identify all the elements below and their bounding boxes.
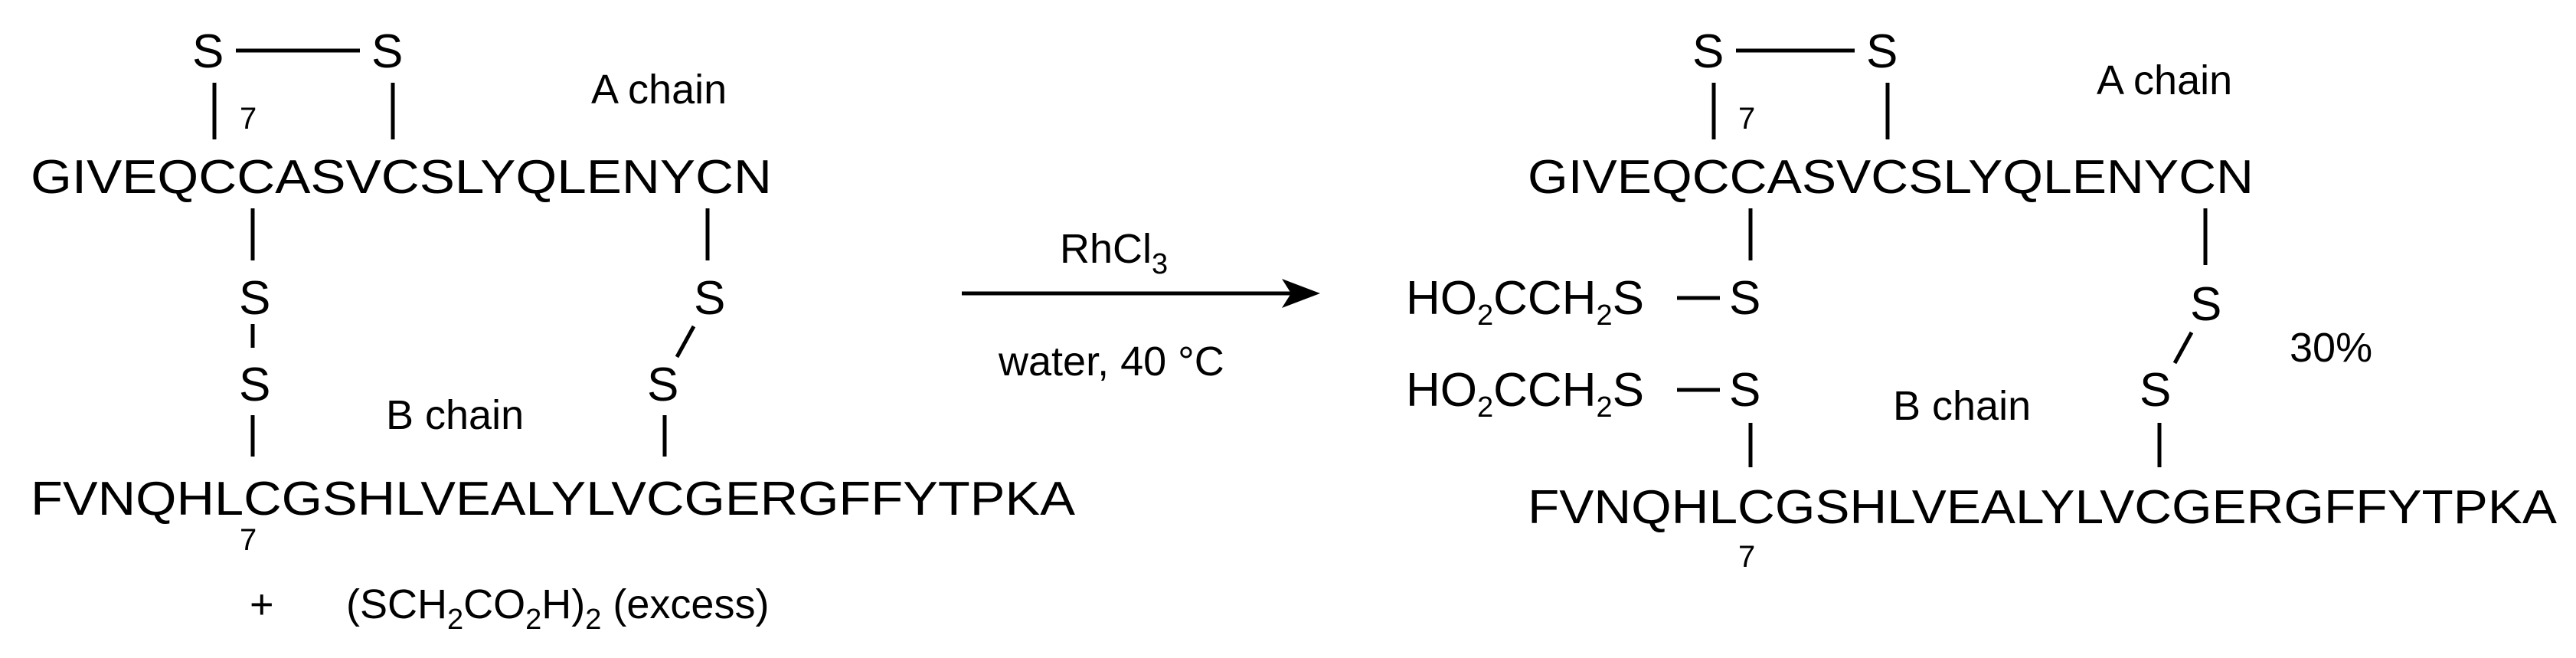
product-s-upper: S [1729,272,1760,325]
reactant-interchain1-s-upper: S [239,272,270,325]
product-a-intrachain-s-left: S [1692,25,1724,78]
product-s-lower: S [1729,364,1760,417]
plus-sign: + [250,581,274,627]
product-b-chain-label: B chain [1893,383,2031,429]
reactant-interchain2-bond-diagonal [675,325,696,358]
reactant-a-chain-sequence: GIVEQCCASVCSLYQLENYCN [31,151,772,204]
conditions-label: water, 40 °C [998,339,1224,385]
reagent-dithiodiglycolic-acid: (SCH2CO2H)2 (excess) [346,581,769,636]
product-yield: 30% [2290,325,2372,371]
product-insulin: S S 7 A chain GIVEQCCASVCSLYQLENYCN HO2C… [1406,25,2558,574]
product-a-chain-sequence: GIVEQCCASVCSLYQLENYCN [1528,151,2254,204]
reactant-a-intrachain-s-left: S [192,25,224,78]
reactant-a-chain-label: A chain [591,67,727,113]
reactant-interchain1-s-lower: S [239,358,270,411]
reactant-b-chain-label: B chain [386,392,524,438]
product-interchain2-bond-diagonal [2172,331,2194,365]
reactant-a-intrachain-s-right: S [371,25,403,78]
reaction-arrow-group: RhCl3 water, 40 °C [962,226,1320,385]
product-interchain2-s-upper: S [2190,278,2221,331]
product-b-position-7: 7 [1738,540,1755,574]
product-a-chain-label: A chain [2097,57,2232,103]
reactant-interchain2-s-upper: S [694,272,725,325]
product-mixed-disulfide-lower: HO2CCH2S [1406,364,1644,424]
product-b-chain-sequence: FVNQHLCGSHLVEALYLVCGERGFFYTPKA [1528,481,2558,534]
product-a-intrachain-s-right: S [1866,25,1898,78]
reactant-b-position-7: 7 [240,523,257,557]
reactant-insulin: S S 7 A chain GIVEQCCASVCSLYQLENYCN S S … [31,25,1076,636]
product-mixed-disulfide-upper: HO2CCH2S [1406,272,1644,332]
catalyst-label: RhCl3 [1060,226,1168,280]
reaction-arrow-head [1282,279,1320,308]
product-a-position-7: 7 [1738,102,1755,136]
reactant-b-chain-sequence: FVNQHLCGSHLVEALYLVCGERGFFYTPKA [31,473,1076,525]
reactant-a-position-7: 7 [240,102,257,136]
reactant-interchain2-s-lower: S [647,358,678,411]
product-interchain2-s-lower: S [2140,364,2171,417]
